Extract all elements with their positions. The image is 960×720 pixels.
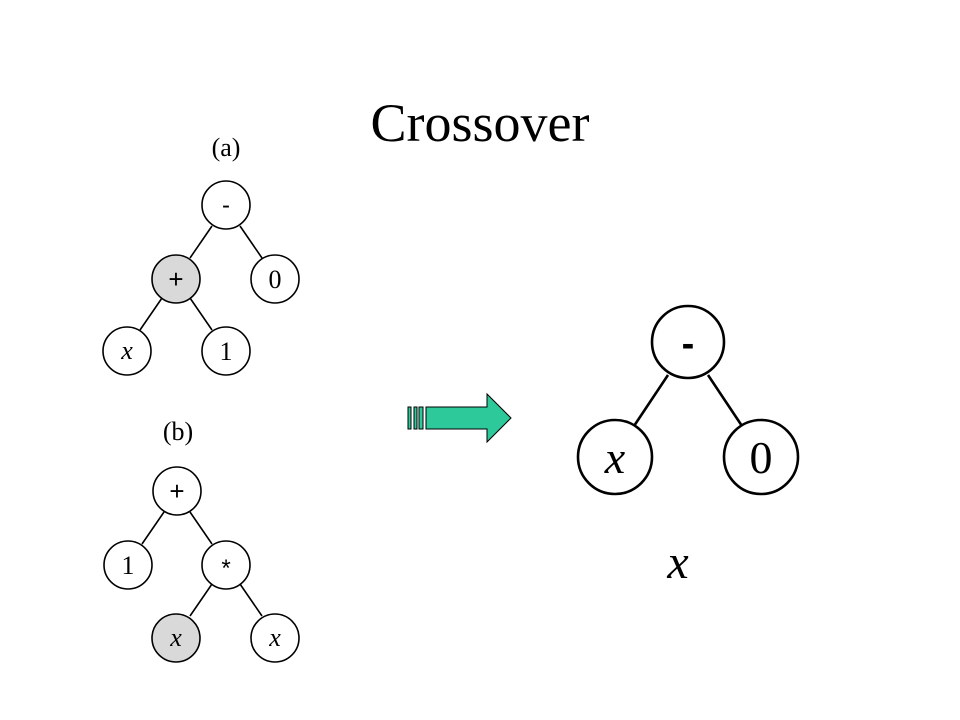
tree-a-label: (a) bbox=[212, 133, 241, 162]
arrow-stripe-2 bbox=[413, 406, 418, 430]
right-arrow-icon bbox=[407, 392, 512, 444]
tree-b-node-one-label: 1 bbox=[122, 551, 135, 580]
tree-b-edge-star-x2 bbox=[239, 583, 263, 617]
tree-a-edge-root-plus bbox=[189, 225, 213, 259]
tree-a-node-zero-label: 0 bbox=[269, 265, 282, 294]
tree-a-edge-root-zero bbox=[239, 225, 263, 259]
tree-b-node-one bbox=[103, 540, 153, 590]
tree-a-edge-plus-x bbox=[139, 297, 163, 331]
result-node-x bbox=[576, 418, 654, 496]
tree-b-node-star bbox=[201, 540, 251, 590]
tree-b-node-root-label: + bbox=[169, 476, 184, 506]
result-expression: x bbox=[666, 536, 688, 589]
tree-a-node-one bbox=[201, 326, 251, 376]
tree-b: (b) + 1 * x x bbox=[103, 417, 300, 663]
tree-b-node-star-label: * bbox=[221, 555, 230, 582]
tree-b-edge-root-one bbox=[141, 511, 165, 545]
tree-b-node-x-highlighted bbox=[151, 613, 201, 663]
tree-a-node-plus-label: + bbox=[168, 264, 183, 294]
tree-b-node-x-label: x bbox=[169, 623, 182, 652]
tree-b-edge-star-x bbox=[189, 583, 213, 617]
tree-b-node-x2-label: x bbox=[268, 623, 281, 652]
tree-a-node-x-label: x bbox=[120, 336, 133, 365]
result-node-x-label: x bbox=[604, 432, 626, 483]
tree-a-node-root bbox=[201, 180, 251, 230]
result-edge-root-zero bbox=[706, 374, 744, 427]
arrow-body bbox=[425, 392, 512, 444]
result-edge-root-x bbox=[632, 374, 670, 427]
tree-a-node-plus-highlighted bbox=[151, 254, 201, 304]
tree-b-edge-root-star bbox=[189, 511, 213, 545]
arrow-stripe-3 bbox=[418, 406, 424, 430]
tree-a-node-root-label: - bbox=[222, 192, 230, 219]
result-node-root-label: - bbox=[682, 323, 695, 365]
result-node-zero bbox=[722, 418, 800, 496]
tree-a-node-x bbox=[102, 326, 152, 376]
tree-a-edge-plus-one bbox=[189, 297, 213, 331]
tree-b-node-x2 bbox=[250, 613, 300, 663]
slide-title: Crossover bbox=[370, 93, 590, 153]
tree-b-label: (b) bbox=[163, 417, 193, 446]
result-node-root bbox=[650, 304, 726, 380]
result-node-zero-label: 0 bbox=[750, 432, 773, 483]
tree-a-node-zero bbox=[250, 254, 300, 304]
arrow-stripe-1 bbox=[407, 406, 412, 430]
result-tree: - x 0 x bbox=[576, 304, 800, 589]
tree-b-node-root bbox=[152, 466, 202, 516]
tree-a-node-one-label: 1 bbox=[220, 337, 233, 366]
tree-a: (a) - + 0 x 1 bbox=[102, 133, 300, 376]
